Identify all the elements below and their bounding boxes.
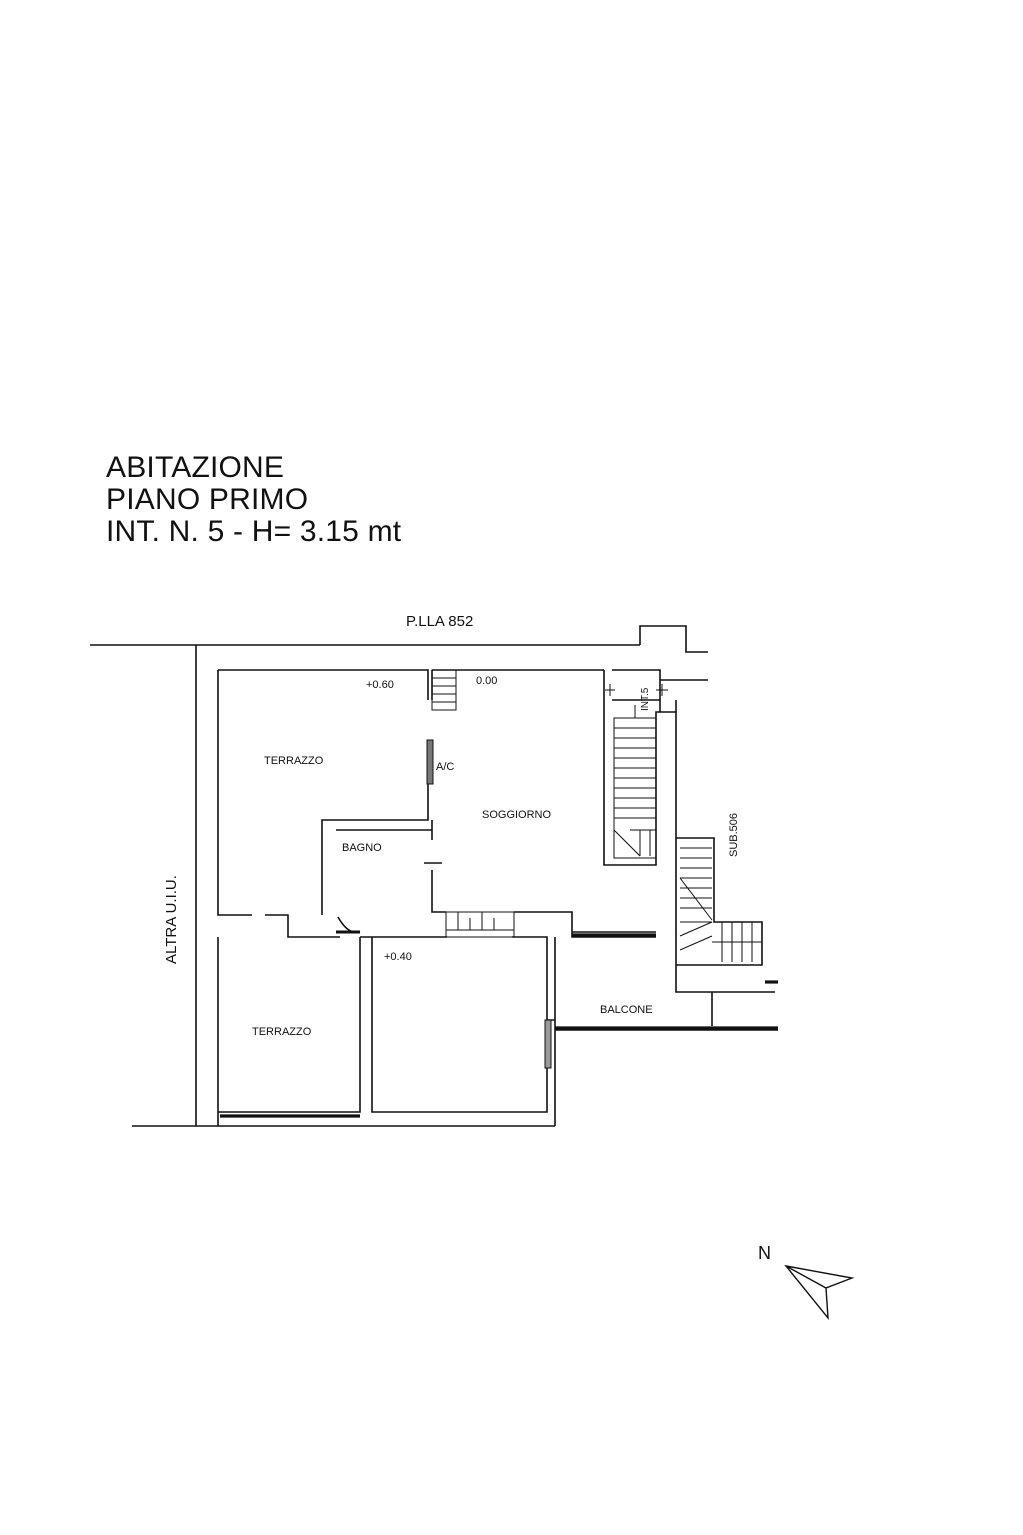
bagno-door — [336, 862, 442, 934]
balcone-label: BALCONE — [600, 1004, 653, 1016]
level-000-label: 0.00 — [476, 675, 497, 687]
wall-soggiorno-top — [432, 669, 775, 993]
north-arrow-icon — [784, 1264, 855, 1321]
terrazzo-bottom-label: TERRAZZO — [252, 1026, 312, 1038]
bagno-label: BAGNO — [342, 842, 382, 854]
wall-terrazzo-bottom — [217, 936, 548, 1126]
property-boundary-top — [90, 625, 708, 653]
title-line-3: INT. N. 5 - H= 3.15 mt — [106, 515, 402, 548]
property-boundary-left — [132, 645, 555, 1127]
door-frame-lower — [445, 911, 515, 938]
plla-label: P.LLA 852 — [406, 613, 473, 630]
wall-inner-terrazzo — [321, 670, 433, 915]
wall-balcone — [555, 992, 778, 1031]
wall-stair-2 — [676, 837, 763, 966]
ac-unit — [426, 739, 434, 785]
int5-label: INT.5 — [640, 687, 651, 711]
level-040-label: +0.40 — [384, 951, 412, 963]
window-room-040 — [544, 1019, 552, 1069]
wall-terrazzo-top — [217, 669, 429, 938]
wall-soggiorno-inner — [431, 870, 656, 938]
staircase-upper — [613, 705, 657, 859]
sub506-label: SUB.506 — [728, 813, 740, 857]
step-small — [431, 669, 457, 711]
title-line-1: ABITAZIONE — [106, 451, 285, 484]
plan-title: ABITAZIONE PIANO PRIMO INT. N. 5 - H= 3.… — [106, 452, 401, 548]
altra-uiu-label: ALTRA U.I.U. — [163, 875, 180, 964]
soggiorno-label: SOGGIORNO — [482, 809, 552, 821]
title-line-2: PIANO PRIMO — [106, 483, 309, 516]
wall-stair-box — [612, 669, 661, 712]
staircase-lower — [679, 847, 762, 962]
level-markers — [605, 684, 668, 696]
level-060-label: +0.60 — [366, 679, 394, 691]
ac-label: A/C — [436, 761, 454, 773]
wall-room-040 — [360, 936, 556, 1126]
terrazzo-top-label: TERRAZZO — [264, 755, 324, 767]
north-label: N — [758, 1243, 771, 1263]
wall-right-upper — [660, 679, 708, 712]
